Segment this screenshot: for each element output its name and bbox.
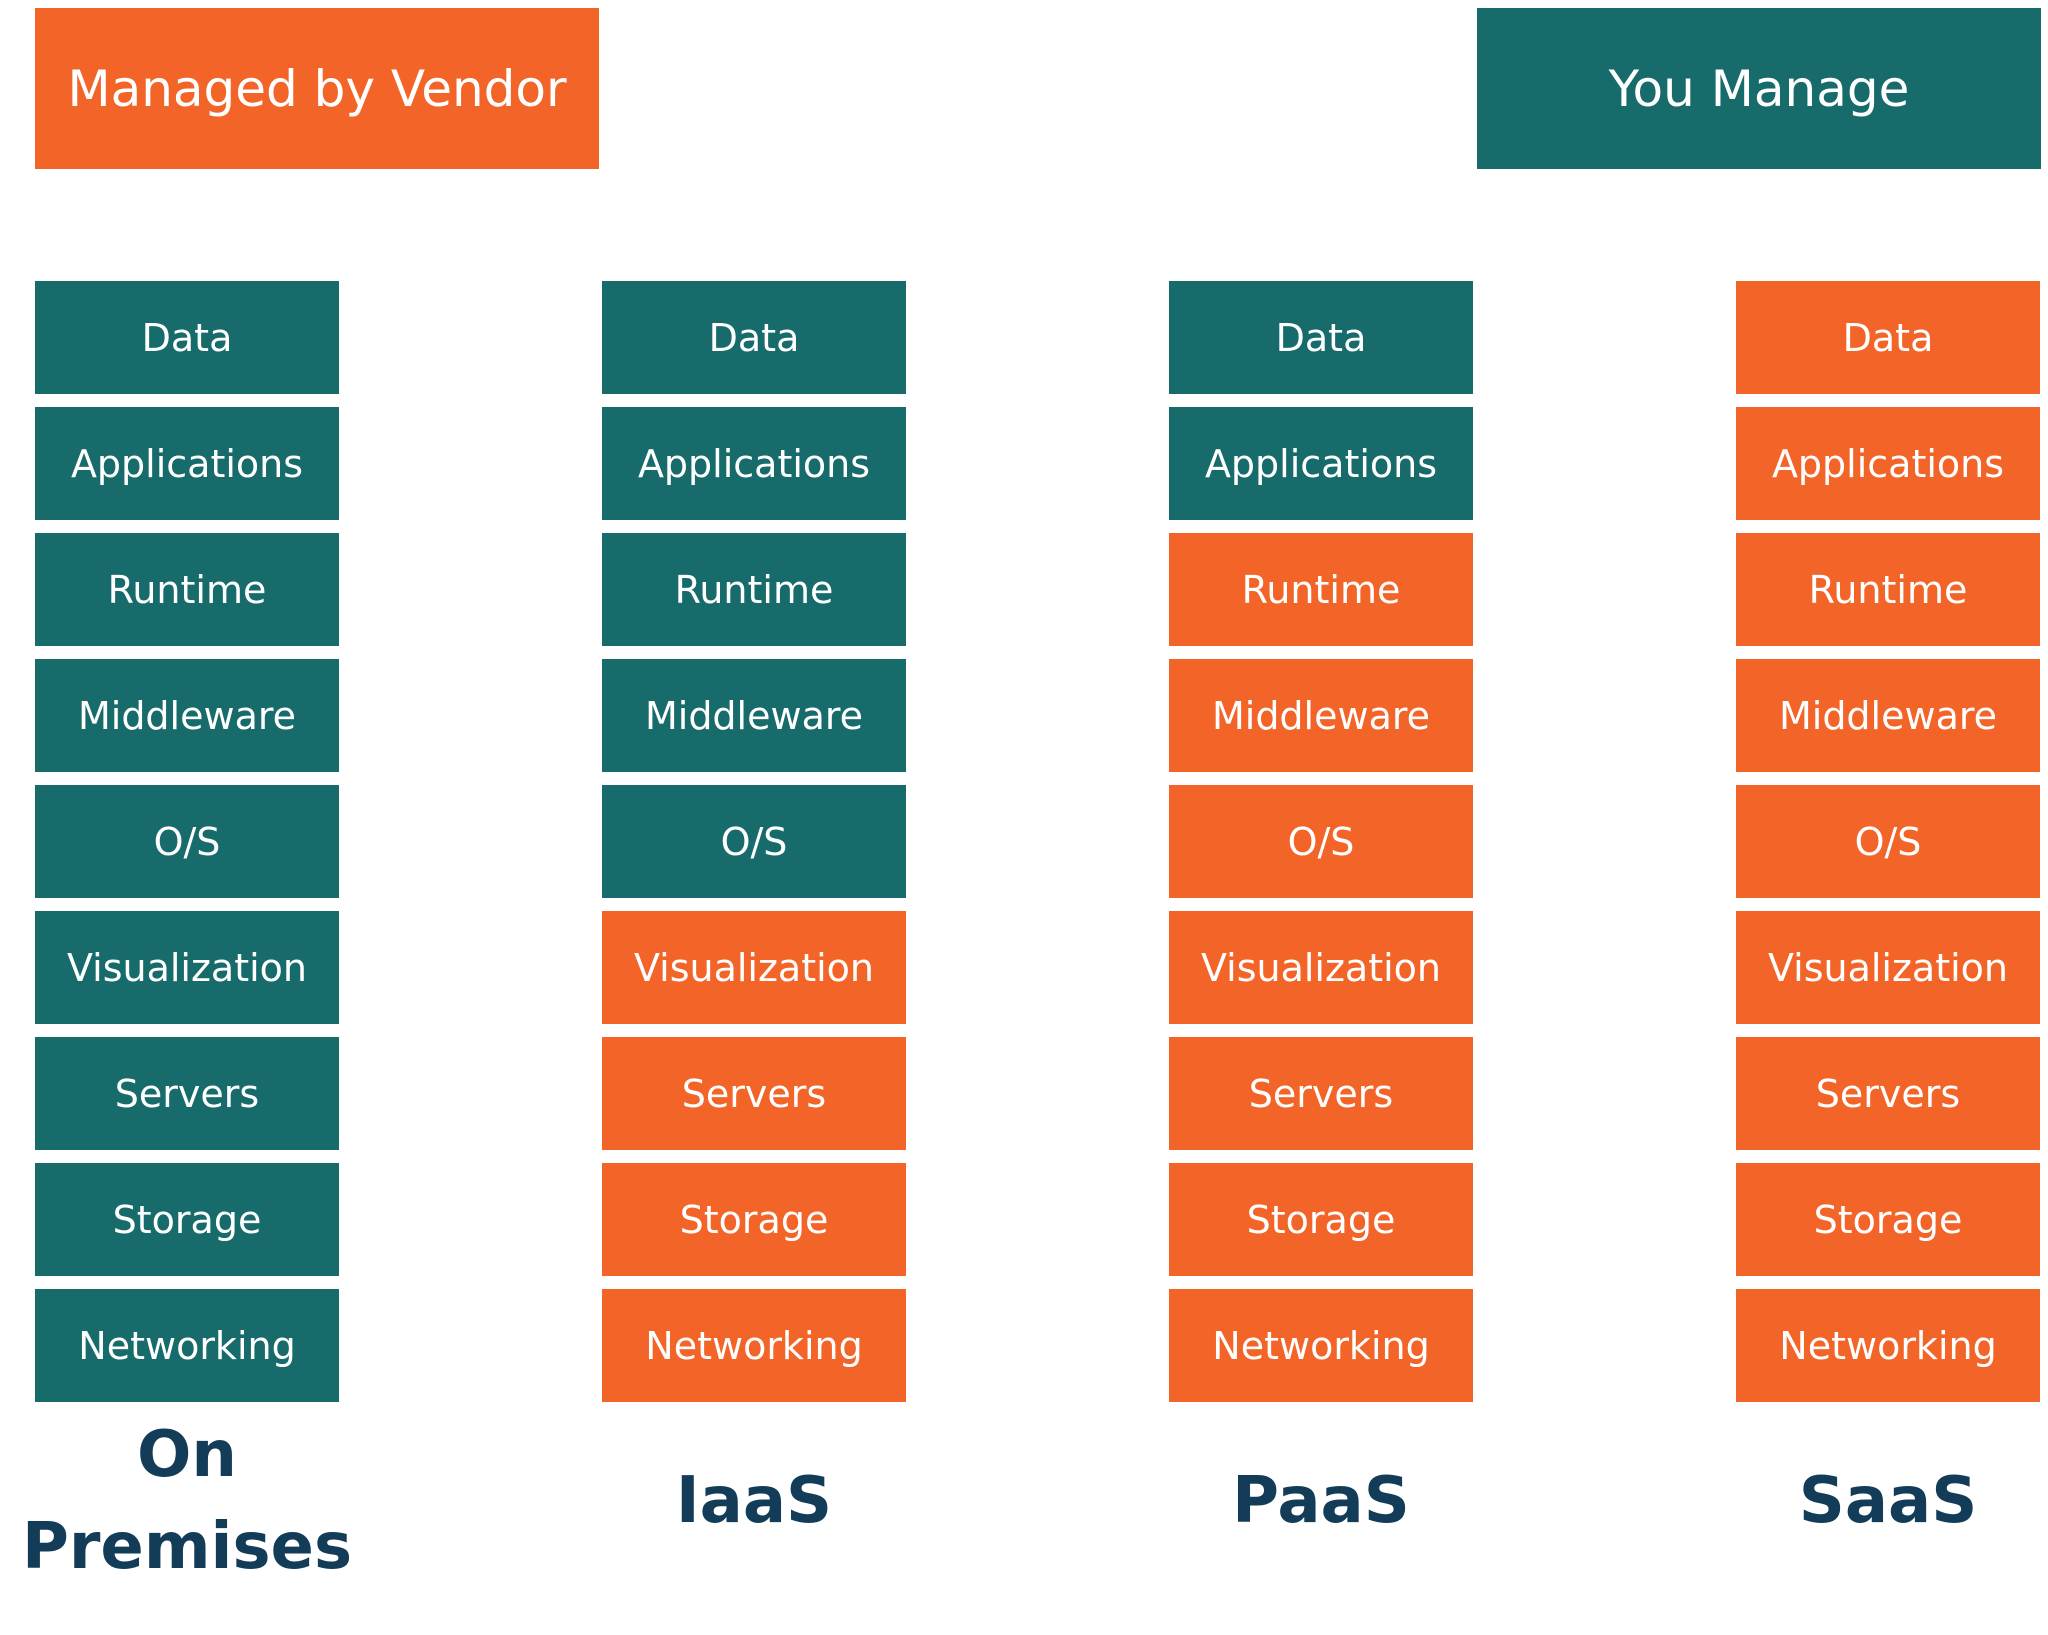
cell-os: O/S	[1169, 785, 1473, 898]
stack-paas: Data Applications Runtime Middleware O/S…	[1169, 281, 1473, 1402]
cell-label: O/S	[153, 819, 221, 864]
cell-label: Middleware	[1211, 693, 1431, 738]
cell-label: Networking	[1779, 1323, 1997, 1368]
column-title-on-premises: On Premises	[0, 1411, 379, 1591]
cell-label: Servers	[681, 1071, 827, 1116]
cell-middleware: Middleware	[602, 659, 906, 772]
cell-label: Middleware	[1778, 693, 1998, 738]
cell-networking: Networking	[602, 1289, 906, 1402]
cell-label: Visualization	[66, 945, 308, 990]
cell-label: Runtime	[1241, 567, 1401, 612]
stack-saas: Data Applications Runtime Middleware O/S…	[1736, 281, 2040, 1402]
cell-applications: Applications	[35, 407, 339, 520]
cell-label: Runtime	[1808, 567, 1968, 612]
cell-label: Storage	[112, 1197, 262, 1242]
cell-label: Runtime	[674, 567, 834, 612]
cell-data: Data	[1736, 281, 2040, 394]
cell-servers: Servers	[1736, 1037, 2040, 1150]
column-title-paas: PaaS	[1129, 1411, 1513, 1591]
cell-servers: Servers	[1169, 1037, 1473, 1150]
cell-servers: Servers	[602, 1037, 906, 1150]
column-title-iaas: IaaS	[562, 1411, 946, 1591]
legend-you-manage-label: You Manage	[1608, 59, 1910, 118]
cell-label: Data	[1275, 315, 1367, 360]
cell-label: O/S	[1287, 819, 1355, 864]
cell-os: O/S	[602, 785, 906, 898]
cell-label: Storage	[1246, 1197, 1396, 1242]
cell-label: Applications	[637, 441, 871, 486]
cell-label: Data	[708, 315, 800, 360]
cell-label: Servers	[1815, 1071, 1961, 1116]
legend-you-manage: You Manage	[1477, 8, 2041, 169]
column-paas: Data Applications Runtime Middleware O/S…	[1169, 281, 1473, 1538]
cell-runtime: Runtime	[1169, 533, 1473, 646]
cell-visualization: Visualization	[35, 911, 339, 1024]
cell-applications: Applications	[1169, 407, 1473, 520]
legend-managed-by-vendor-label: Managed by Vendor	[67, 59, 567, 118]
column-title-line: Premises	[21, 1510, 353, 1584]
legend-managed-by-vendor: Managed by Vendor	[35, 8, 599, 169]
cell-label: Middleware	[77, 693, 297, 738]
column-title-line: On	[137, 1418, 237, 1492]
column-iaas: Data Applications Runtime Middleware O/S…	[602, 281, 906, 1538]
cell-label: Visualization	[633, 945, 875, 990]
cell-runtime: Runtime	[1736, 533, 2040, 646]
cell-label: Visualization	[1200, 945, 1442, 990]
cell-label: Applications	[1771, 441, 2005, 486]
cell-servers: Servers	[35, 1037, 339, 1150]
cell-storage: Storage	[1736, 1163, 2040, 1276]
cell-storage: Storage	[35, 1163, 339, 1276]
cell-label: Networking	[1212, 1323, 1430, 1368]
cell-middleware: Middleware	[35, 659, 339, 772]
cell-label: Networking	[78, 1323, 296, 1368]
cell-networking: Networking	[35, 1289, 339, 1402]
cell-applications: Applications	[602, 407, 906, 520]
cell-label: Applications	[70, 441, 304, 486]
cell-label: Data	[1842, 315, 1934, 360]
cell-middleware: Middleware	[1736, 659, 2040, 772]
cell-storage: Storage	[1169, 1163, 1473, 1276]
cell-label: Data	[141, 315, 233, 360]
cell-os: O/S	[35, 785, 339, 898]
column-saas: Data Applications Runtime Middleware O/S…	[1736, 281, 2040, 1538]
column-title-line: PaaS	[1232, 1464, 1410, 1538]
cell-label: O/S	[720, 819, 788, 864]
cell-label: Servers	[114, 1071, 260, 1116]
cell-runtime: Runtime	[35, 533, 339, 646]
cell-networking: Networking	[1736, 1289, 2040, 1402]
column-title-line: SaaS	[1798, 1464, 1978, 1538]
cell-visualization: Visualization	[1169, 911, 1473, 1024]
cell-networking: Networking	[1169, 1289, 1473, 1402]
cell-os: O/S	[1736, 785, 2040, 898]
stack-on-premises: Data Applications Runtime Middleware O/S…	[35, 281, 339, 1402]
cell-label: O/S	[1854, 819, 1922, 864]
column-title-saas: SaaS	[1696, 1411, 2048, 1591]
cell-middleware: Middleware	[1169, 659, 1473, 772]
cell-label: Middleware	[644, 693, 864, 738]
cell-label: Applications	[1204, 441, 1438, 486]
cell-visualization: Visualization	[1736, 911, 2040, 1024]
cell-applications: Applications	[1736, 407, 2040, 520]
stack-iaas: Data Applications Runtime Middleware O/S…	[602, 281, 906, 1402]
cell-label: Storage	[679, 1197, 829, 1242]
cell-label: Networking	[645, 1323, 863, 1368]
cell-label: Visualization	[1767, 945, 2009, 990]
cell-runtime: Runtime	[602, 533, 906, 646]
cell-storage: Storage	[602, 1163, 906, 1276]
column-on-premises: Data Applications Runtime Middleware O/S…	[22, 281, 352, 1584]
cell-label: Servers	[1248, 1071, 1394, 1116]
column-title-line: IaaS	[675, 1464, 833, 1538]
cell-data: Data	[602, 281, 906, 394]
cell-label: Storage	[1813, 1197, 1963, 1242]
cell-visualization: Visualization	[602, 911, 906, 1024]
cell-data: Data	[35, 281, 339, 394]
cell-label: Runtime	[107, 567, 267, 612]
cell-data: Data	[1169, 281, 1473, 394]
